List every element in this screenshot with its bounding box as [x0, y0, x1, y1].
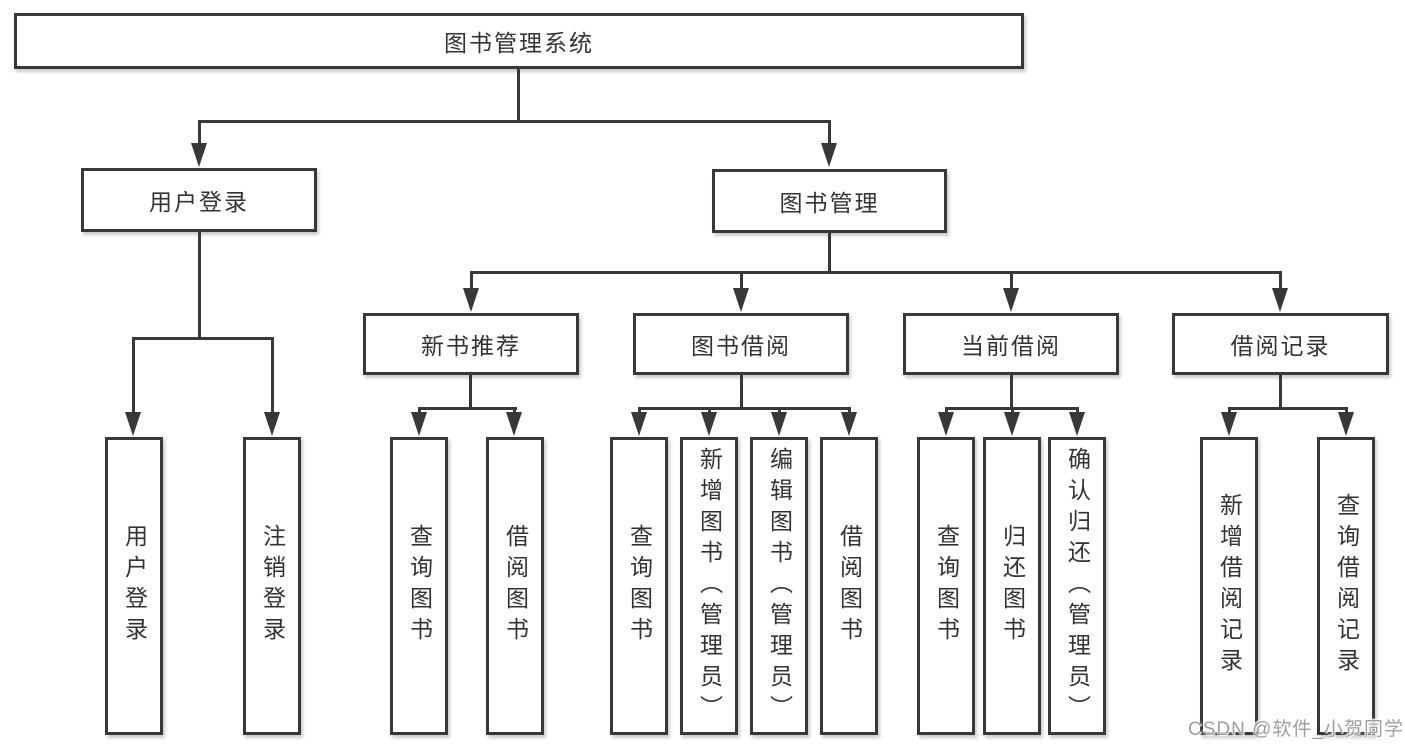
connector-line [740, 271, 743, 292]
node-leaf-borrow-books-2: 借阅图书 [820, 437, 878, 735]
node-label: 查询图书 [406, 524, 433, 648]
connector-line [1228, 407, 1231, 416]
connector-line [828, 233, 831, 271]
arrow-down-icon [841, 412, 857, 436]
connector-line [1076, 407, 1079, 416]
arrow-down-icon [1003, 288, 1019, 312]
node-label: 编辑图书（管理员） [766, 446, 793, 726]
connector-line [469, 375, 472, 407]
node-label: 借阅图书 [836, 524, 863, 648]
arrow-down-icon [1221, 412, 1237, 436]
arrow-down-icon [1272, 288, 1288, 312]
node-label: 新增图书（管理员） [696, 446, 723, 726]
connector-line [132, 337, 274, 340]
node-current-borrowing: 当前借阅 [903, 313, 1119, 375]
connector-line [470, 271, 473, 292]
node-label: 确认归还（管理员） [1064, 446, 1091, 726]
node-leaf-edit-book-admin: 编辑图书（管理员） [750, 437, 808, 735]
arrow-down-icon [264, 412, 280, 436]
node-leaf-borrow-books-1: 借阅图书 [486, 437, 544, 735]
node-new-book-recommend: 新书推荐 [363, 313, 579, 375]
node-library-system: 图书管理系统 [14, 13, 1024, 69]
arrow-down-icon [1004, 412, 1020, 436]
connector-line [271, 337, 274, 415]
connector-line [1010, 271, 1013, 292]
arrow-down-icon [1338, 412, 1354, 436]
node-book-borrowing: 图书借阅 [633, 313, 849, 375]
node-label: 借阅记录 [1230, 333, 1331, 359]
connector-line [513, 407, 516, 416]
node-book-management: 图书管理 [712, 169, 947, 233]
node-leaf-add-borrow-record: 新增借阅记录 [1200, 437, 1258, 735]
connector-line [1011, 407, 1014, 416]
node-label: 注销登录 [259, 524, 286, 648]
connector-line [198, 120, 201, 146]
connector-line [638, 407, 641, 416]
connector-line [740, 375, 743, 407]
connector-line [945, 407, 948, 416]
arrow-down-icon [191, 143, 207, 167]
node-user-login: 用户登录 [81, 168, 317, 232]
arrow-down-icon [411, 412, 427, 436]
node-leaf-query-borrow-record: 查询借阅记录 [1317, 437, 1375, 735]
node-leaf-query-books-3: 查询图书 [917, 437, 975, 735]
connector-line [638, 407, 851, 410]
node-leaf-query-books-1: 查询图书 [390, 437, 448, 735]
arrow-down-icon [1069, 412, 1085, 436]
connector-line [517, 69, 520, 120]
node-leaf-logout: 注销登录 [243, 437, 301, 735]
node-leaf-query-books-2: 查询图书 [610, 437, 668, 735]
connector-line [198, 232, 201, 337]
connector-line [828, 120, 831, 146]
arrow-down-icon [506, 412, 522, 436]
node-label: 图书借阅 [691, 333, 791, 359]
arrow-down-icon [938, 412, 954, 436]
node-leaf-add-book-admin: 新增图书（管理员） [680, 437, 738, 735]
arrow-down-icon [701, 412, 717, 436]
node-label: 查询图书 [626, 524, 653, 648]
node-label: 归还图书 [999, 524, 1026, 648]
connector-line [1010, 375, 1013, 407]
arrow-down-icon [125, 412, 141, 436]
arrow-down-icon [771, 412, 787, 436]
node-label: 图书管理系统 [444, 30, 594, 56]
connector-line [418, 407, 421, 416]
arrow-down-icon [821, 143, 837, 167]
arrow-down-icon [631, 412, 647, 436]
node-borrowing-records: 借阅记录 [1172, 313, 1389, 375]
node-leaf-return-book: 归还图书 [983, 437, 1041, 735]
connector-line [198, 120, 831, 123]
connector-line [848, 407, 851, 416]
node-label: 借阅图书 [502, 524, 529, 648]
arrow-down-icon [463, 288, 479, 312]
node-label: 图书管理 [779, 190, 880, 216]
connector-line [418, 407, 517, 410]
connector-line [1345, 407, 1348, 416]
connector-line [470, 271, 1282, 274]
csdn-watermark: CSDN @软件_小贺同学 [1188, 719, 1404, 740]
node-leaf-confirm-return-admin: 确认归还（管理员） [1048, 437, 1106, 735]
connector-line [1228, 407, 1348, 410]
node-label: 新增借阅记录 [1216, 493, 1243, 679]
node-label: 查询图书 [933, 524, 960, 648]
node-label: 当前借阅 [961, 333, 1061, 359]
node-label: 新书推荐 [421, 333, 521, 359]
connector-line [132, 337, 135, 415]
arrow-down-icon [733, 288, 749, 312]
connector-line [708, 407, 711, 416]
connector-line [1279, 375, 1282, 407]
connector-line [1279, 271, 1282, 292]
node-label: 查询借阅记录 [1333, 493, 1360, 679]
node-label: 用户登录 [149, 189, 249, 215]
connector-line [778, 407, 781, 416]
node-leaf-user-login: 用户登录 [105, 437, 163, 735]
node-label: 用户登录 [121, 524, 148, 648]
